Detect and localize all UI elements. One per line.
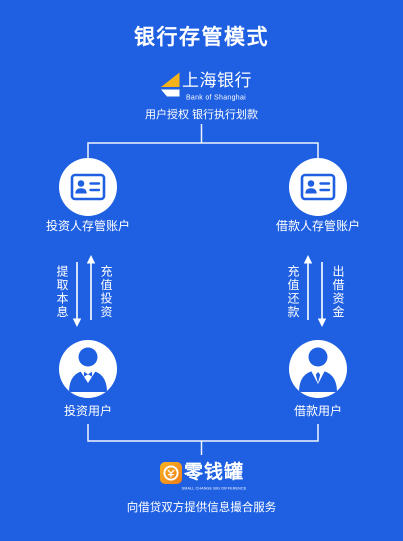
flow-label-lend-funds: 出借资金 (331, 265, 345, 319)
borrower-account-label: 借款人存管账户 (275, 219, 360, 233)
borrower-account-node (289, 158, 347, 216)
arrow-down-icon (72, 262, 82, 327)
arrow-up-icon (86, 255, 96, 320)
arrow-head (317, 318, 327, 327)
bowtie-left-wing (84, 371, 88, 377)
id-card-icon (300, 173, 336, 201)
investor-user-node (59, 340, 117, 398)
id-card-icon (70, 173, 106, 201)
borrower-flow-arrows (303, 255, 327, 327)
bank-of-shanghai-logo-icon (161, 72, 180, 97)
id-card-avatar-head (307, 180, 315, 187)
investor-account-circle (59, 158, 117, 216)
connector-bottom-branch (87, 424, 319, 442)
id-card-avatar-body (75, 188, 87, 194)
arrow-down-icon (317, 262, 327, 327)
arrow-head (303, 255, 313, 264)
investor-user-label: 投资用户 (63, 404, 112, 418)
bank-logo-accent-shape (161, 72, 180, 87)
platform-logo-coin-ring (163, 465, 179, 481)
id-card-frame (300, 173, 336, 201)
necktie (315, 372, 321, 383)
bowtie-right-wing (88, 371, 92, 377)
id-card-avatar-head (77, 180, 85, 187)
investor-flow-arrows (72, 255, 96, 327)
platform-name: 零钱罐 (184, 462, 245, 483)
user-head (78, 347, 98, 367)
bank-name: 上海银行 (182, 71, 252, 90)
flow-label-deposit-repay: 充值还款 (286, 265, 300, 319)
flow-label-deposit-invest: 充值投资 (99, 265, 113, 319)
platform-tagline: SMALL CHANGE BIG DIFFERENCE (182, 487, 247, 491)
bank-caption: 用户授权 银行执行划款 (144, 109, 259, 121)
connector-top-branch (87, 142, 319, 158)
user-tie-icon (299, 347, 337, 392)
lingqianguan-logo-icon (160, 462, 182, 484)
borrower-user-node (289, 340, 347, 398)
flow-label-withdraw-principal-interest: 提取本息 (55, 265, 69, 319)
arrow-up-icon (303, 255, 313, 320)
id-card-frame (70, 173, 106, 201)
borrower-user-label: 借款用户 (293, 404, 342, 418)
arrow-head (86, 255, 96, 264)
investor-account-label: 投资人存管账户 (45, 219, 130, 233)
diagram-title: 银行存管模式 (134, 26, 269, 49)
id-card-avatar-body (305, 188, 317, 194)
platform-caption: 向借贷双方提供信息撮合服务 (126, 502, 277, 514)
borrower-account-circle (289, 158, 347, 216)
investor-account-node (59, 158, 117, 216)
user-head (308, 347, 328, 367)
bank-logo-base-shape (161, 89, 180, 97)
user-bowtie-icon (69, 347, 107, 392)
arrow-head (72, 318, 82, 327)
bank-english-name: Bank of Shanghai (186, 95, 246, 102)
platform-logo-coin-mark (167, 469, 175, 478)
